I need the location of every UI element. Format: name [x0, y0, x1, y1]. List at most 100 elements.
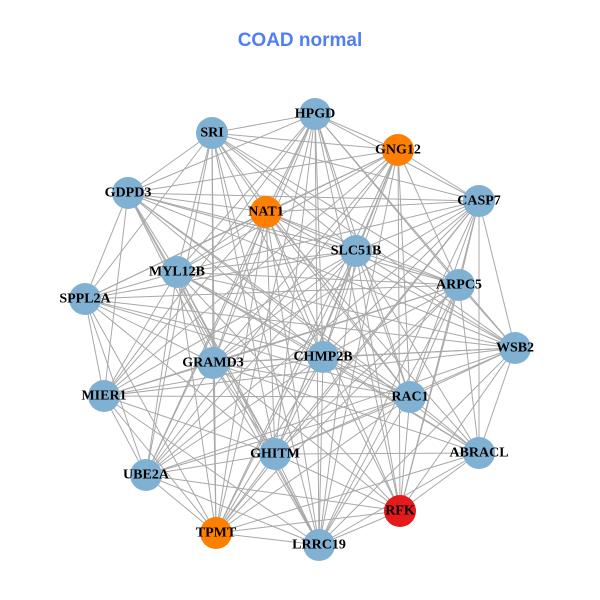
edge-myl12b-gramd3	[176, 271, 214, 364]
edge-sppl2a-mier1	[84, 298, 105, 397]
edge-hpgd-mier1	[103, 113, 316, 397]
node-tpmt: TPMT	[196, 517, 237, 549]
edge-myl12b-lrrc19	[176, 271, 320, 546]
node-circle	[382, 134, 414, 166]
node-label: TPMT	[196, 526, 237, 541]
edge-mier1-tpmt	[103, 395, 217, 534]
edge-chmp2b-lrrc19	[318, 356, 324, 546]
edge-mier1-lrrc19	[103, 395, 320, 546]
edge-casp7-rac1	[409, 200, 480, 398]
node-label: GHITM	[250, 447, 300, 462]
edge-slc51b-ube2a	[145, 250, 357, 476]
edge-wsb2-chmp2b	[322, 347, 516, 358]
node-label: SRI	[200, 126, 223, 141]
node-circle	[303, 529, 335, 561]
node-circle	[112, 177, 144, 209]
node-label: NAT1	[248, 205, 284, 220]
node-circle	[88, 380, 120, 412]
edge-mier1-rac1	[103, 395, 411, 398]
node-label: WSB2	[496, 341, 534, 356]
edge-myl12b-rac1	[176, 271, 411, 398]
edge-nat1-ghitm	[265, 211, 276, 455]
edge-abracl-rfk	[399, 452, 480, 512]
edge-nat1-mier1	[103, 211, 267, 397]
node-circle	[307, 341, 339, 373]
node-circle	[384, 495, 416, 527]
node-casp7: CASP7	[457, 185, 501, 217]
node-label: RAC1	[391, 390, 428, 405]
node-circle	[197, 347, 229, 379]
chart-title: COAD normal	[237, 30, 363, 51]
edge-sppl2a-gramd3	[84, 298, 214, 364]
node-label: MYL12B	[149, 265, 205, 280]
edge-slc51b-tpmt	[215, 250, 357, 534]
edge-ghitm-lrrc19	[274, 453, 320, 546]
node-circle	[299, 98, 331, 130]
edge-slc51b-rfk	[355, 250, 401, 512]
node-label: GNG12	[375, 143, 421, 158]
edge-gramd3-mier1	[103, 362, 214, 397]
edge-hpgd-gdpd3	[127, 113, 316, 194]
edge-gdpd3-casp7	[127, 192, 480, 202]
node-chmp2b: CHMP2B	[293, 341, 353, 373]
edge-gdpd3-mier1	[103, 192, 129, 397]
edge-myl12b-mier1	[103, 271, 178, 397]
node-circle	[463, 185, 495, 217]
edge-sppl2a-rac1	[84, 298, 411, 398]
node-circle	[69, 283, 101, 315]
edge-sri-gdpd3	[127, 132, 213, 194]
edge-ghitm-rfk	[274, 453, 401, 512]
node-ghitm: GHITM	[250, 438, 300, 470]
edge-ube2a-rfk	[145, 474, 401, 512]
edge-hpgd-ube2a	[145, 113, 316, 476]
edge-abracl-ghitm	[274, 452, 480, 455]
edge-chmp2b-ube2a	[145, 356, 324, 476]
node-abracl: ABRACL	[449, 437, 509, 469]
edge-rac1-ube2a	[145, 396, 411, 476]
node-circle	[443, 269, 475, 301]
edge-gng12-ube2a	[145, 149, 399, 476]
edge-slc51b-rac1	[355, 250, 411, 398]
edge-ube2a-lrrc19	[145, 474, 320, 546]
node-myl12b: MYL12B	[149, 256, 205, 288]
edge-slc51b-chmp2b	[322, 250, 357, 358]
edge-hpgd-slc51b	[314, 113, 357, 252]
edge-casp7-lrrc19	[318, 200, 480, 546]
edge-arpc5-rfk	[399, 284, 460, 512]
edge-gramd3-abracl	[212, 362, 480, 454]
edge-chmp2b-ghitm	[274, 356, 324, 455]
edge-arpc5-rac1	[409, 284, 460, 398]
node-label: SLC51B	[331, 244, 382, 259]
edge-myl12b-ube2a	[145, 271, 178, 476]
edge-hpgd-ghitm	[274, 113, 316, 455]
nodes-layer: HPGDSRIGNG12GDPD3NAT1CASP7SLC51BMYL12BAR…	[59, 98, 534, 561]
edge-sri-slc51b	[211, 132, 357, 252]
node-sri: SRI	[196, 117, 228, 149]
edge-gdpd3-abracl	[127, 192, 480, 454]
edge-arpc5-mier1	[103, 284, 460, 397]
edge-nat1-casp7	[265, 200, 480, 213]
edge-sri-lrrc19	[211, 132, 320, 546]
node-arpc5: ARPC5	[436, 269, 482, 301]
edge-myl12b-tpmt	[176, 271, 217, 534]
node-circle	[161, 256, 193, 288]
edge-wsb2-rfk	[399, 347, 516, 512]
node-label: MIER1	[81, 389, 126, 404]
node-rac1: RAC1	[391, 381, 429, 413]
edge-nat1-myl12b	[176, 211, 267, 273]
edge-gng12-rfk	[397, 149, 401, 512]
edge-gramd3-ghitm	[212, 362, 276, 455]
edge-casp7-myl12b	[176, 200, 480, 273]
edge-ghitm-ube2a	[145, 453, 276, 476]
node-circle	[463, 437, 495, 469]
edge-hpgd-sri	[211, 113, 316, 134]
node-gramd3: GRAMD3	[182, 347, 244, 379]
edge-casp7-wsb2	[478, 200, 516, 349]
edge-gng12-gdpd3	[127, 149, 399, 194]
edge-sri-rac1	[211, 132, 411, 398]
edge-gng12-arpc5	[397, 149, 460, 286]
node-circle	[130, 459, 162, 491]
node-circle	[340, 235, 372, 267]
node-gng12: GNG12	[375, 134, 421, 166]
node-label: HPGD	[295, 107, 335, 122]
